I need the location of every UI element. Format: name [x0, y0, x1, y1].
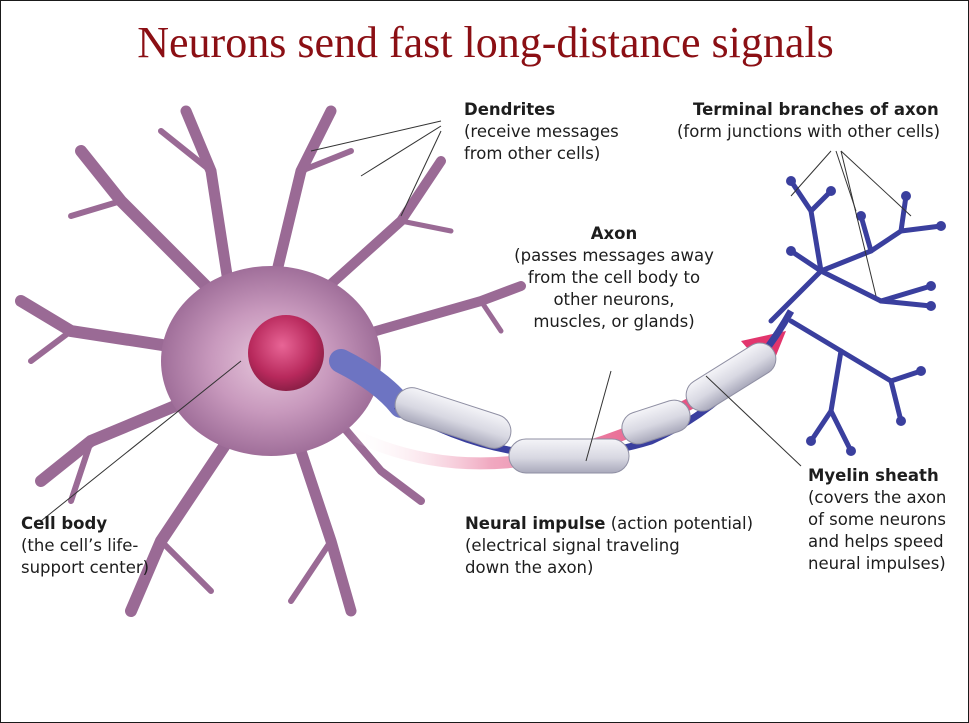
neural-impulse-heading: Neural impulse — [465, 514, 606, 533]
dendrites-desc-2: from other cells) — [464, 143, 619, 165]
myelin-heading: Myelin sheath — [808, 465, 946, 487]
label-neural-impulse: Neural impulse (action potential) (elect… — [465, 513, 753, 579]
cell-body-desc-1: (the cell’s life- — [21, 535, 149, 557]
dendrites-desc-1: (receive messages — [464, 121, 619, 143]
myelin-desc-3: and helps speed — [808, 531, 946, 553]
myelin-desc-4: neural impulses) — [808, 553, 946, 575]
axon-desc-1: (passes messages away — [509, 245, 719, 267]
axon-desc-4: muscles, or glands) — [509, 311, 719, 333]
dendrites-heading: Dendrites — [464, 99, 619, 121]
myelin-desc-2: of some neurons — [808, 509, 946, 531]
label-cell-body: Cell body (the cell’s life- support cent… — [21, 513, 149, 579]
neural-impulse-suffix: (action potential) — [606, 514, 754, 533]
cell-body-heading: Cell body — [21, 513, 149, 535]
terminal-heading: Terminal branches of axon — [693, 99, 940, 121]
label-dendrites: Dendrites (receive messages from other c… — [464, 99, 619, 165]
myelin-desc-1: (covers the axon — [808, 487, 946, 509]
axon-heading: Axon — [509, 223, 719, 245]
neural-impulse-desc-1: (electrical signal traveling — [465, 535, 753, 557]
terminal-branches — [771, 181, 941, 451]
label-axon: Axon (passes messages away from the cell… — [509, 223, 719, 333]
terminal-desc-1: (form junctions with other cells) — [677, 121, 940, 143]
axon-desc-3: other neurons, — [509, 289, 719, 311]
label-terminal-branches: Terminal branches of axon (form junction… — [677, 99, 940, 143]
cell-body-desc-2: support center) — [21, 557, 149, 579]
nucleus — [248, 315, 324, 391]
myelin-sheath — [391, 337, 782, 473]
label-myelin-sheath: Myelin sheath (covers the axon of some n… — [808, 465, 946, 575]
axon-desc-2: from the cell body to — [509, 267, 719, 289]
neural-impulse-desc-2: down the axon) — [465, 557, 753, 579]
